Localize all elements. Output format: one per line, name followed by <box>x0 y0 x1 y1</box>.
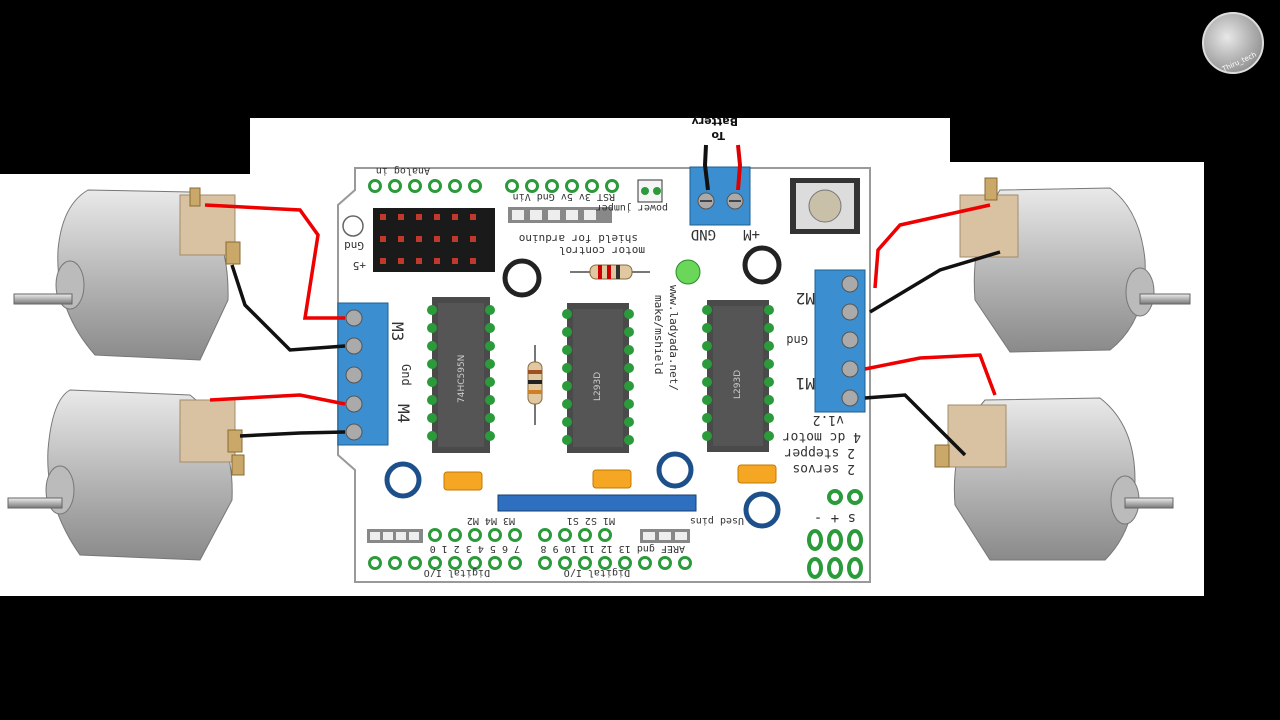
to-label: To <box>711 129 725 142</box>
gnd-power-label: GND <box>691 226 716 242</box>
digital-socket-right <box>640 529 690 543</box>
feature-2: 2 stepper <box>784 445 855 460</box>
capacitor-1 <box>443 471 483 491</box>
power-header-pins <box>505 179 619 193</box>
terminal-block-m3-m4 <box>337 302 389 446</box>
wire-m3-black <box>230 264 346 352</box>
plus5-label: +5 <box>353 259 366 272</box>
plus-m-label: +M <box>743 226 760 242</box>
wire-m3-red <box>204 203 345 320</box>
wire-m4-red <box>209 393 346 406</box>
m3-label: M3 <box>388 322 407 341</box>
power-jumper-label: power jumper <box>596 202 668 213</box>
dc-motor-bottom-right <box>934 397 1174 561</box>
channel-avatar: Thiru_tech <box>1202 12 1264 74</box>
digital-io-label-left: Digital I/O <box>424 567 490 578</box>
resistor-left <box>527 345 543 425</box>
power-pin-labels: RST 3v 5v Gnd Vin <box>513 191 615 202</box>
battery-red-wire <box>736 144 743 191</box>
wire-m1-red <box>864 353 997 396</box>
resistor-top <box>570 264 650 280</box>
gnd-mid-left-label: Gnd <box>399 364 413 386</box>
chip1-label: 74HC595N <box>457 355 467 403</box>
mounting-hole-1 <box>502 258 542 298</box>
gnd-label-left: Gnd <box>344 239 364 252</box>
chip2-label: L293D <box>593 372 603 401</box>
dc-motor-top-right <box>959 177 1191 353</box>
mounting-hole-4 <box>656 451 694 489</box>
power-jumper <box>637 179 663 203</box>
mounting-hole-2 <box>742 245 782 285</box>
mounting-hole-topleft <box>342 215 364 237</box>
feature-3: 2 servos <box>792 461 855 476</box>
wire-m4-black <box>239 430 346 438</box>
battery-label: Battery <box>692 115 738 128</box>
version-label: v1.2 <box>813 412 844 427</box>
digital-io-pins <box>368 528 692 570</box>
chip3-label: L293D <box>733 370 743 399</box>
wire-m2-red <box>873 203 991 289</box>
wire-m1-black <box>864 393 967 457</box>
m2-label: M2 <box>796 289 815 308</box>
gnd-mid-right-label: Gnd <box>786 333 808 347</box>
servo-header <box>807 489 863 579</box>
capacitor-3 <box>737 464 777 484</box>
mounting-hole-5 <box>743 491 781 529</box>
power-socket-row <box>508 207 612 223</box>
capacitor-2 <box>592 469 632 489</box>
url-line2: make/mshield <box>652 295 665 374</box>
used-pins-label: Used pins <box>690 515 744 526</box>
motor-row-left-labels: M3 M4 M2 <box>467 515 515 526</box>
wire-m2-black <box>869 250 1001 314</box>
power-led <box>675 259 701 285</box>
digital-socket-left <box>367 529 423 543</box>
digital-io-label-right: Digital I/O <box>564 567 630 578</box>
board-title-line1: motor control <box>559 244 645 257</box>
motor-row-right-labels: M1 S2 S1 <box>567 515 615 526</box>
dc-motor-bottom-left <box>7 389 245 561</box>
url-line1: www.ladyada.net/ <box>667 285 680 391</box>
terminal-block-m1-m2 <box>814 269 866 413</box>
pin-row-right-labels: AREF gnd 13 12 11 10 9 8 <box>541 543 686 554</box>
blue-header-bar <box>497 494 697 512</box>
chip-74hc595: 74HC595N <box>427 297 495 453</box>
pin-row-left-labels: 7 6 5 4 3 2 1 0 <box>430 543 520 554</box>
board-title-line2: shield for arduino <box>519 232 638 245</box>
mounting-hole-3 <box>384 461 422 499</box>
m1-label: M1 <box>796 374 815 393</box>
feature-1: 4 dc motor <box>783 429 861 444</box>
chip-l293d-1: L293D <box>562 303 634 453</box>
chip-l293d-2: L293D <box>702 300 774 452</box>
analog-in-pins <box>368 179 482 193</box>
servo-pin-labels: s + - <box>814 510 856 526</box>
battery-black-wire <box>702 144 710 191</box>
reset-button <box>790 178 860 234</box>
m4-label: M4 <box>394 404 413 423</box>
analog-in-label: Analog in <box>376 165 430 176</box>
dc-motor-top-left <box>13 187 241 361</box>
pin-matrix-dots <box>380 214 476 264</box>
